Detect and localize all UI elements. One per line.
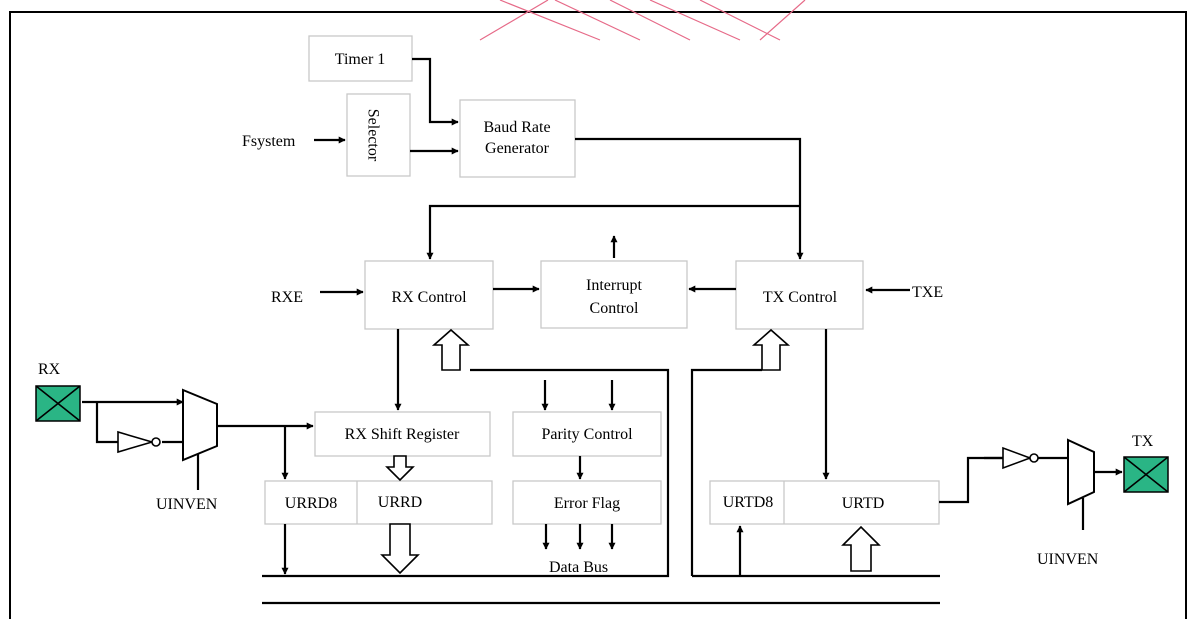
rx-control-label: RX Control	[391, 289, 467, 306]
uinven-left-label: UINVEN	[156, 496, 218, 513]
watermark	[479, 0, 806, 41]
data-bus-label: Data Bus	[549, 559, 608, 576]
wires	[82, 57, 1123, 605]
urrd-register-block: URRD8 URRD	[264, 480, 493, 525]
selector-block: Selector	[346, 93, 411, 177]
parity-control-label: Parity Control	[541, 426, 633, 443]
rx-pin-icon	[35, 385, 81, 422]
tx-inverter-icon	[1002, 446, 1039, 470]
baud-rate-label-2: Generator	[485, 140, 550, 157]
rxe-label: RXE	[271, 289, 303, 306]
rx-inverter-icon	[117, 430, 161, 454]
urrd-label: URRD	[378, 494, 422, 511]
timer1-label: Timer 1	[335, 51, 386, 68]
rx-shift-register-label: RX Shift Register	[345, 426, 460, 443]
urtd-register-block: URTD8 URTD	[709, 480, 940, 525]
bus-arrows	[380, 328, 881, 575]
selector-label: Selector	[364, 109, 381, 162]
parity-control-block: Parity Control	[512, 411, 662, 457]
rx-shift-register-block: RX Shift Register	[314, 411, 491, 457]
tx-control-block: TX Control	[735, 260, 864, 330]
interrupt-label-1: Interrupt	[586, 277, 643, 294]
baud-rate-generator-block: Baud Rate Generator	[459, 99, 576, 178]
urrd8-label: URRD8	[285, 495, 337, 512]
tx-mux-icon	[1067, 438, 1095, 506]
tx-control-label: TX Control	[763, 289, 838, 306]
uinven-right-label: UINVEN	[1037, 551, 1099, 568]
fsystem-label: Fsystem	[242, 133, 296, 150]
interrupt-control-block: Interrupt Control	[540, 260, 688, 329]
tx-pin-icon	[1123, 456, 1169, 493]
urtd-label: URTD	[842, 495, 885, 512]
timer1-block: Timer 1	[308, 35, 413, 82]
rx-mux-icon	[182, 388, 218, 462]
rx-pin-label: RX	[38, 361, 61, 378]
outer-frame	[9, 11, 1187, 619]
error-flag-block: Error Flag	[512, 480, 662, 525]
error-flag-label: Error Flag	[554, 495, 620, 512]
urtd8-label: URTD8	[723, 494, 774, 511]
tx-pin-label: TX	[1132, 433, 1154, 450]
interrupt-label-2: Control	[590, 300, 639, 317]
rx-control-block: RX Control	[364, 260, 494, 330]
txe-label: TXE	[912, 284, 943, 301]
baud-rate-label-1: Baud Rate	[483, 119, 550, 136]
